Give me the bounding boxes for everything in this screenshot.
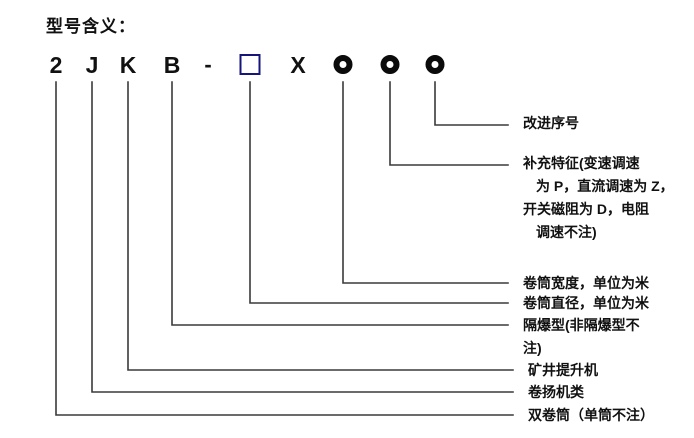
callout-line: 隔爆型(非隔爆型不: [523, 317, 640, 333]
code-char-x: X: [290, 52, 306, 78]
code-char-ring-1-icon: [333, 55, 353, 74]
page-title: 型号含义：: [46, 17, 136, 36]
callout-line: 开关磁阻为 D，电阻: [523, 201, 649, 217]
callout-explosion-proof: 隔爆型(非隔爆型不 注): [523, 314, 694, 360]
code-char-ring-3-icon: [425, 55, 445, 74]
leader-line-mine-hoist: [127, 81, 514, 371]
code-char-dash: -: [204, 52, 212, 77]
callout-line: 调速不注): [536, 224, 597, 240]
leader-line-supplementary-feature: [389, 81, 509, 166]
callout-supplementary-feature: 补充特征(变速调速 为 P，直流调速为 Z， 开关磁阻为 D，电阻 调速不注): [523, 152, 694, 244]
leader-line-explosion-proof: [171, 81, 509, 326]
callout-line: 为 P，直流调速为 Z，: [536, 178, 674, 194]
code-char-ring-2-icon: [380, 55, 400, 74]
callout-drum-diameter: 卷筒直径，单位为米: [523, 295, 649, 311]
model-code-row: 2 J K B - X: [0, 50, 694, 82]
code-char-k: K: [119, 52, 137, 78]
code-char-2: 2: [49, 52, 63, 78]
callout-double-drum: 双卷筒（单筒不注）: [528, 407, 654, 423]
callout-line: 注): [523, 340, 542, 356]
code-char-square-icon: [239, 54, 261, 75]
callout-line: 补充特征(变速调速: [523, 155, 640, 171]
callout-drum-width: 卷筒宽度，单位为米: [523, 275, 649, 291]
callout-winch-category: 卷扬机类: [528, 384, 584, 400]
leader-line-double-drum: [55, 81, 514, 416]
callout-improvement-serial: 改进序号: [523, 115, 579, 131]
callout-mine-hoist: 矿井提升机: [528, 362, 598, 378]
code-char-j: J: [85, 52, 99, 78]
leader-line-winch-category: [91, 81, 514, 393]
leader-line-drum-width: [342, 81, 509, 284]
leader-line-improvement-serial: [434, 81, 509, 126]
leader-line-drum-diameter: [249, 81, 509, 304]
code-char-b: B: [163, 52, 181, 78]
